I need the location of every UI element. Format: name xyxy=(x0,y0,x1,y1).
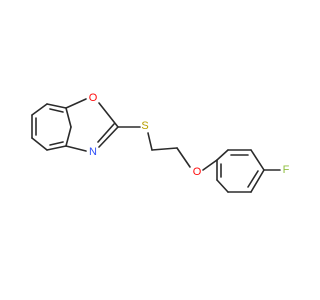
bond xyxy=(176,147,191,168)
benzo-ring xyxy=(31,103,72,151)
bond xyxy=(49,108,64,113)
bond xyxy=(98,102,119,128)
bond xyxy=(65,107,72,128)
ring-oxygen-label: O xyxy=(89,92,98,104)
bond xyxy=(216,149,229,161)
bond xyxy=(49,141,64,146)
atom-labels: O N S O F xyxy=(89,92,290,178)
bond xyxy=(97,123,115,143)
bond xyxy=(147,132,153,151)
bond xyxy=(202,159,218,171)
oxazole-ring xyxy=(65,98,119,152)
fluorine-label: F xyxy=(283,164,290,176)
bond xyxy=(250,169,265,193)
bond xyxy=(247,170,259,188)
bond xyxy=(46,103,67,109)
nitrogen-label: N xyxy=(89,146,97,158)
bond xyxy=(216,179,229,193)
bond xyxy=(31,137,48,151)
bond xyxy=(65,98,87,109)
bond xyxy=(31,103,48,116)
thioether-chain xyxy=(117,126,218,171)
sulfur-label: S xyxy=(141,120,148,132)
bond xyxy=(65,126,72,147)
molecule-structure: O N S O F xyxy=(31,92,290,193)
ether-oxygen-label: O xyxy=(193,166,202,178)
bond xyxy=(46,145,67,151)
bond xyxy=(250,149,265,171)
molecule-canvas: O N S O F xyxy=(31,92,290,193)
bond xyxy=(65,145,87,152)
bond xyxy=(151,147,178,151)
bond xyxy=(98,126,119,148)
fluorophenyl-ring xyxy=(216,149,281,193)
